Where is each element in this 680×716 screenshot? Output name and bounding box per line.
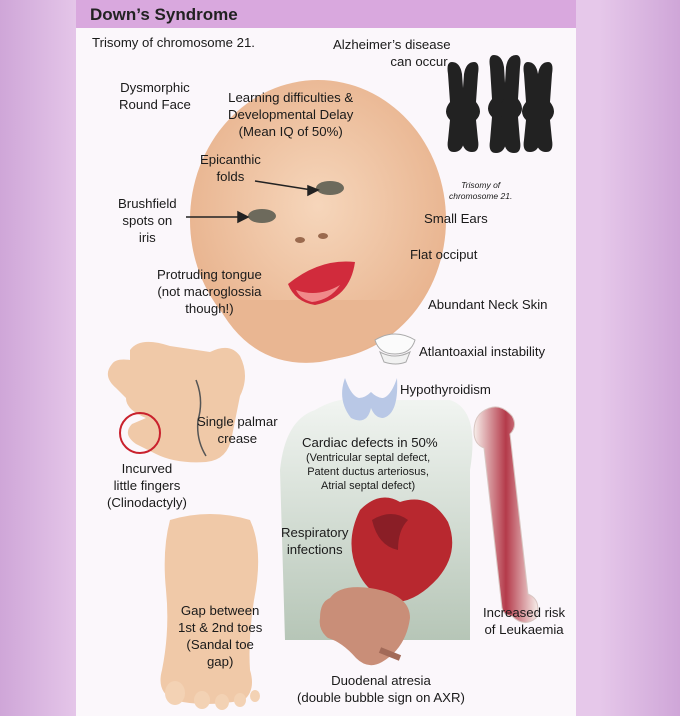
- duodenal-label: Duodenal atresia (double bubble sign on …: [297, 673, 465, 705]
- respiratory-label: Respiratory infections: [281, 525, 349, 557]
- small-ears-label: Small Ears: [424, 211, 488, 226]
- tongue-label: Protruding tongue (not macroglossia thou…: [157, 267, 262, 316]
- stomach-icon: [319, 587, 410, 666]
- vertebra-icon: [374, 333, 416, 365]
- flat-occiput-label: Flat occiput: [410, 247, 478, 262]
- pointer-arrows: [186, 180, 320, 224]
- baby-head: [190, 80, 446, 363]
- page-title: Down’s Syndrome: [90, 5, 238, 24]
- alzheimers-label: Alzheimer’s disease can occur.: [333, 37, 451, 69]
- leukaemia-label: Increased risk of Leukaemia: [483, 605, 566, 637]
- title-bar: [76, 0, 576, 28]
- trisomy-label: Trisomy of chromosome 21.: [92, 35, 255, 50]
- chromosome-caption: Trisomy of chromosome 21.: [449, 180, 513, 201]
- sandal-gap-label: Gap between 1st & 2nd toes (Sandal toe g…: [178, 603, 263, 669]
- brushfield-label: Brushfield spots on iris: [118, 196, 177, 245]
- hand-icon: [107, 341, 245, 463]
- bone-icon: [473, 406, 539, 623]
- thyroid-icon: [342, 378, 398, 421]
- palmar-crease-label: Single palmar crease: [197, 414, 278, 446]
- clinodactyly-highlight: [119, 412, 161, 454]
- round-face-label: Dysmorphic Round Face: [119, 80, 191, 112]
- neck-skin-label: Abundant Neck Skin: [428, 297, 548, 312]
- hypothyroidism-label: Hypothyroidism: [400, 382, 491, 397]
- chromosome-icon: [446, 55, 554, 153]
- atlantoaxial-label: Atlantoaxial instability: [419, 344, 546, 359]
- clinodactyly-label: Incurved little fingers (Clinodactyly): [107, 461, 187, 510]
- learning-label: Learning difficulties & Developmental De…: [228, 90, 354, 139]
- heart-icon: [351, 497, 453, 602]
- epicanthic-label: Epicanthic folds: [200, 152, 261, 184]
- cardiac-label: Cardiac defects in 50%: [302, 435, 438, 450]
- cardiac-detail-label: (Ventricular septal defect, Patent ductu…: [306, 452, 431, 492]
- foot-icon: [160, 514, 260, 710]
